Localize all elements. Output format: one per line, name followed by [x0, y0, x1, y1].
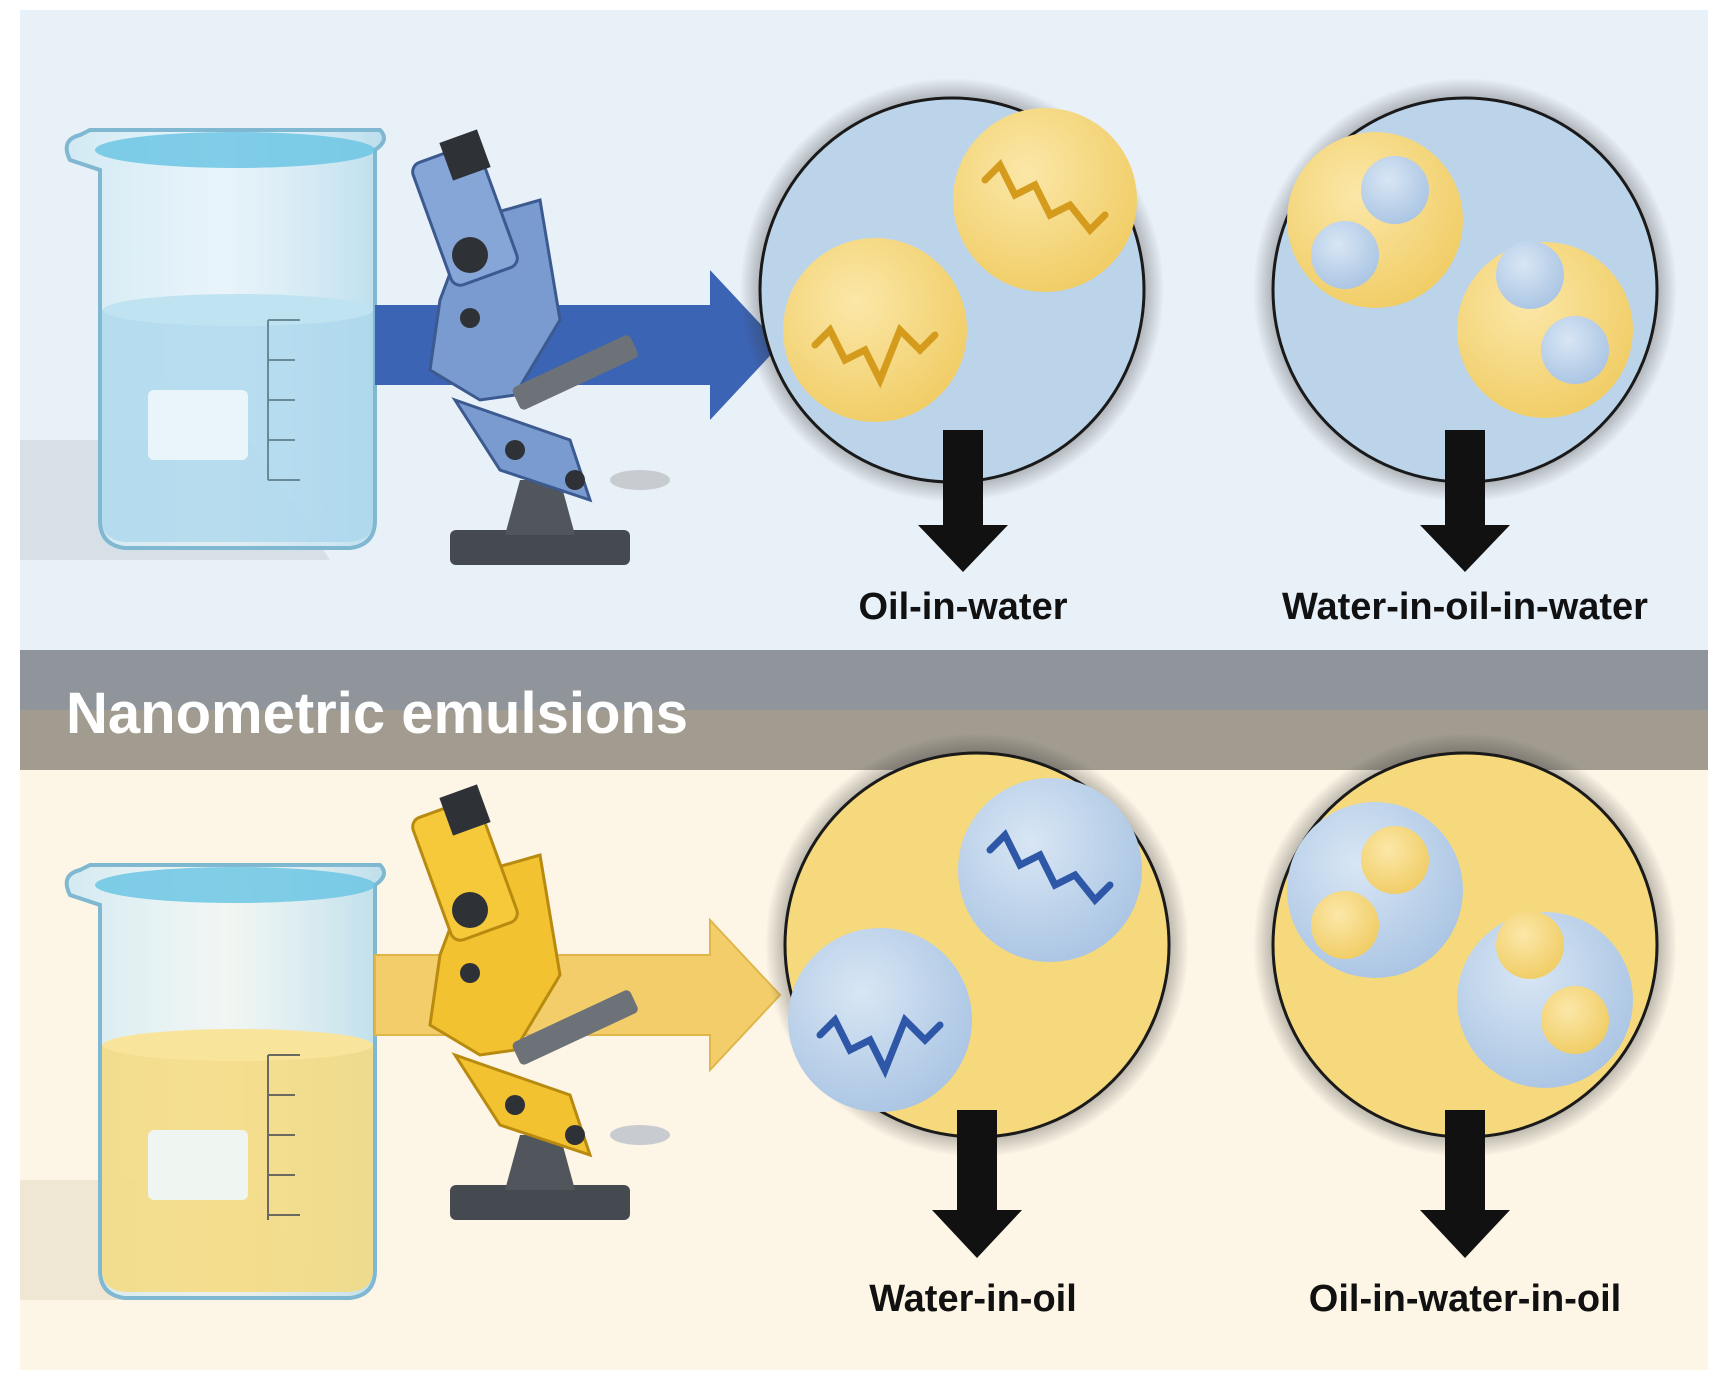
down-arrow-oil-in-water-in-oil: [1420, 1110, 1510, 1258]
oil-in-water-diagram: [740, 78, 1164, 502]
down-arrow-oil-in-water: [918, 430, 1008, 572]
label-water-in-oil: Water-in-oil: [869, 1278, 1077, 1320]
oil-droplet: [1541, 986, 1609, 1054]
water-droplet: [1311, 221, 1379, 289]
down-arrow-water-in-oil: [932, 1110, 1022, 1258]
label-oil-in-water: Oil-in-water: [858, 586, 1068, 628]
oil-droplet: [1287, 132, 1463, 308]
title-band-top: [20, 650, 1708, 710]
oil-droplet: [1361, 826, 1429, 894]
water-in-oil-in-water-diagram: [1253, 78, 1677, 502]
beaker-oil: [64, 863, 386, 1300]
water-droplet: [1541, 316, 1609, 384]
microscope-yellow: [411, 784, 670, 1220]
oil-in-water-in-oil-diagram: [1253, 733, 1677, 1157]
water-droplet: [788, 928, 972, 1112]
oil-droplet: [1311, 891, 1379, 959]
water-in-oil-diagram: [765, 733, 1189, 1157]
water-droplet: [1496, 241, 1564, 309]
down-arrow-water-in-oil-in-water: [1420, 430, 1510, 572]
label-oil-in-water-in-oil: Oil-in-water-in-oil: [1308, 1278, 1622, 1320]
oil-droplet: [1496, 911, 1564, 979]
beaker-water: [64, 128, 386, 550]
label-water-in-oil-in-water: Water-in-oil-in-water: [1282, 586, 1648, 628]
diagram-title: Nanometric emulsions: [66, 681, 689, 746]
water-droplet: [1361, 156, 1429, 224]
water-droplet: [1287, 802, 1463, 978]
oil-droplet: [783, 238, 967, 422]
microscope-blue: [411, 129, 670, 565]
